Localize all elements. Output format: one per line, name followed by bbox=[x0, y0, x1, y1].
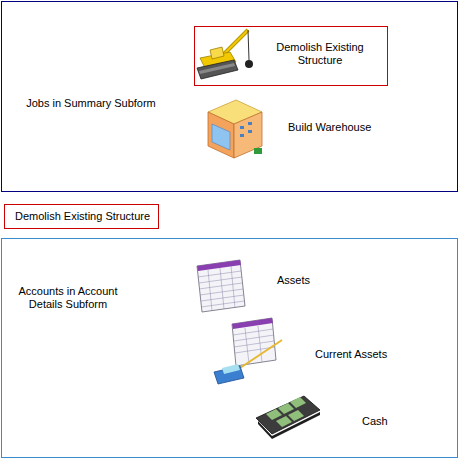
selected-job-box: Demolish Existing Structure bbox=[194, 26, 388, 86]
node-label: Demolish Existing Structure bbox=[5, 210, 160, 223]
node-label: Jobs in Summary Subform bbox=[21, 97, 161, 110]
cash-icon bbox=[256, 396, 320, 439]
selection-box: Demolish Existing Structure bbox=[4, 204, 159, 229]
node-label: Accounts in Account Details Subform bbox=[9, 285, 127, 311]
current-assets-icon bbox=[214, 318, 282, 384]
item-label: Assets bbox=[277, 274, 310, 287]
item-label: Cash bbox=[362, 415, 388, 428]
crane-icon bbox=[197, 30, 253, 79]
item-label: Build Warehouse bbox=[288, 121, 371, 134]
warehouse-icon bbox=[208, 100, 262, 158]
subform-panel: Accounts in Account Details Subform bbox=[1, 238, 458, 458]
item-label: Current Assets bbox=[315, 348, 387, 361]
subform-panel: Jobs in Summary Subform Demolish Existing… bbox=[1, 1, 458, 192]
node-label: Demolish Existing Structure bbox=[270, 41, 370, 67]
spreadsheet-icon bbox=[197, 260, 245, 312]
